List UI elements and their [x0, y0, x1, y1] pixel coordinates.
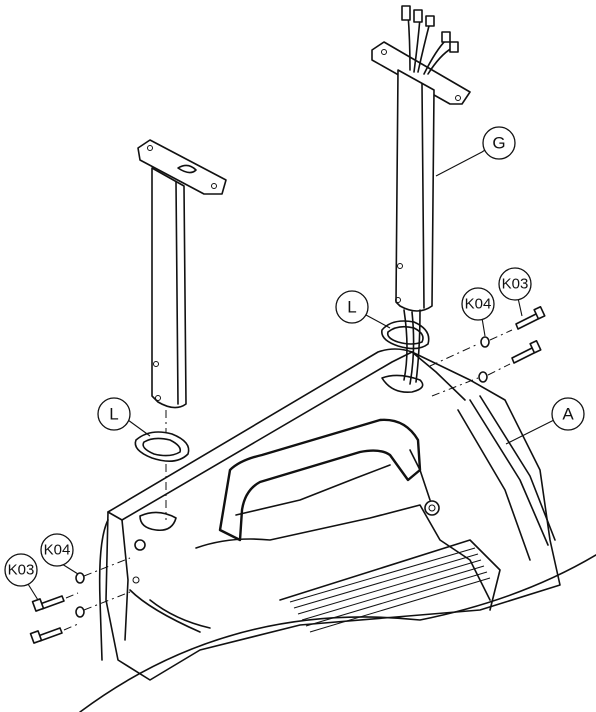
callout-l-left-label: L: [109, 405, 118, 424]
callout-k03-right: K03: [498, 267, 532, 317]
callout-a: A: [505, 397, 585, 445]
callout-a-label: A: [562, 405, 574, 424]
right-upright: [371, 5, 471, 385]
callout-l-left: L: [97, 397, 151, 437]
callout-k04-left: K04: [40, 533, 79, 575]
callout-k03-right-label: K03: [502, 276, 529, 293]
base-frame: [79, 348, 596, 712]
left-upright: [137, 139, 227, 520]
callout-k04-right-label: K04: [465, 296, 492, 313]
left-grommet: [134, 431, 190, 462]
callout-k03-left: K03: [4, 553, 39, 601]
callout-g: G: [435, 126, 516, 177]
right-fasteners: [429, 305, 546, 397]
callout-k04-right: K04: [461, 287, 495, 337]
callout-l-right-label: L: [347, 298, 356, 317]
callout-k04-left-label: K04: [44, 542, 71, 559]
left-fasteners: [29, 557, 131, 644]
callout-k03-left-label: K03: [8, 562, 35, 579]
callout-g-label: G: [492, 134, 505, 153]
callout-l-right: L: [335, 290, 391, 329]
